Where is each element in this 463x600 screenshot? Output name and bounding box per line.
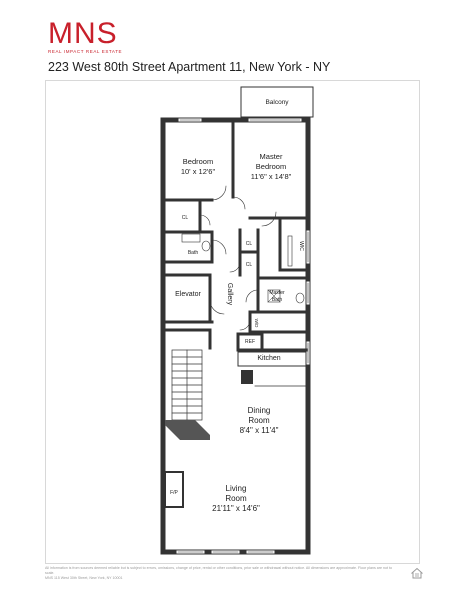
room-master-bath-2: Bath bbox=[272, 297, 283, 303]
floor-plan-frame bbox=[45, 80, 420, 564]
brand-logo: MNS bbox=[48, 17, 118, 50]
room-dining-name-2: Room bbox=[248, 416, 270, 425]
balcony-outline bbox=[240, 86, 314, 118]
room-bath: Bath bbox=[188, 250, 199, 256]
equal-housing-icon bbox=[411, 567, 423, 579]
brand-tagline: REAL IMPACT REAL ESTATE bbox=[48, 49, 123, 54]
room-master-name-1: Master bbox=[260, 152, 283, 161]
room-dining-dims: 8'4" x 11'4" bbox=[240, 426, 279, 435]
room-bedroom-dims: 10' x 12'6" bbox=[181, 167, 216, 176]
footer-office: MNS 115 West 30th Street, New York, NY 1… bbox=[45, 576, 123, 580]
room-master-dims: 11'6" x 14'8" bbox=[251, 172, 292, 181]
room-master-bath-1: Master bbox=[269, 290, 285, 296]
room-wd: W/D bbox=[254, 319, 259, 328]
footer-disclaimer: All information is from sources deemed r… bbox=[45, 566, 395, 581]
brand: MNS REAL IMPACT REAL ESTATE bbox=[48, 17, 123, 55]
room-closet-bedroom: CL bbox=[182, 215, 189, 221]
room-closet-gallery-2: CL bbox=[246, 262, 253, 268]
room-kitchen: Kitchen bbox=[257, 355, 280, 362]
room-elevator: Elevator bbox=[175, 291, 201, 298]
room-living-dims: 21'11" x 14'6" bbox=[212, 504, 260, 513]
room-bedroom-name: Bedroom bbox=[183, 157, 213, 166]
room-ref: REF bbox=[245, 339, 255, 345]
room-dining-name-1: Dining bbox=[248, 406, 271, 415]
room-balcony: Balcony bbox=[265, 99, 289, 106]
footer-disclaimer-text: All information is from sources deemed r… bbox=[45, 566, 392, 575]
room-gallery: Gallery bbox=[226, 283, 233, 306]
room-closet-gallery-1: CL bbox=[246, 241, 253, 247]
listing-address: 223 West 80th Street Apartment 11, New Y… bbox=[48, 60, 331, 74]
room-fireplace: F/P bbox=[170, 490, 178, 496]
room-wic: WIC bbox=[298, 241, 304, 251]
room-living-name-2: Room bbox=[225, 494, 247, 503]
room-master-name-2: Bedroom bbox=[256, 162, 286, 171]
room-living-name-1: Living bbox=[226, 484, 247, 493]
